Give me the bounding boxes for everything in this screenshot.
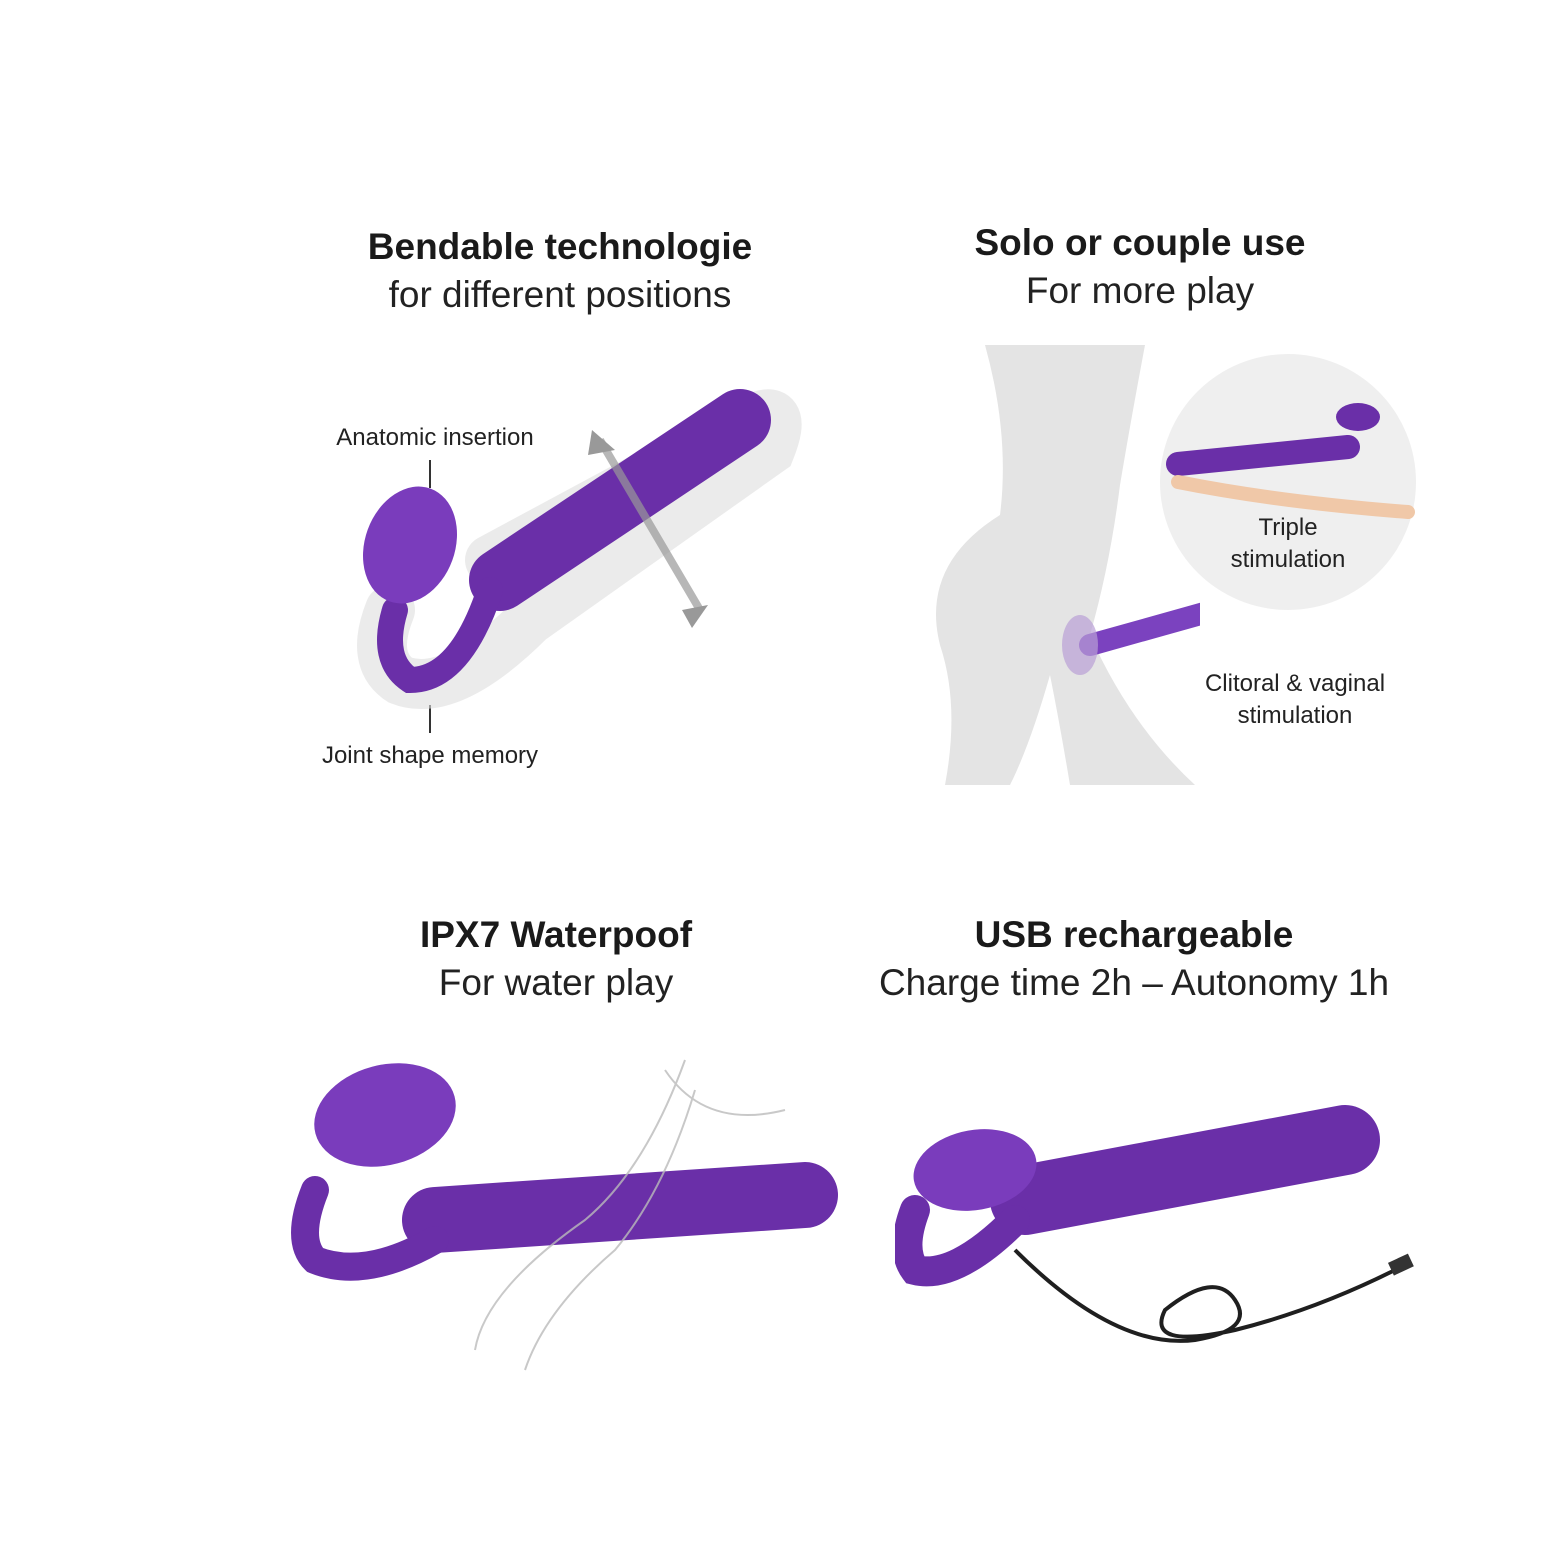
panel-title: Bendable technologie: [367, 226, 753, 267]
waterproof-product-illustration: [291, 1059, 838, 1371]
usb-plug-icon: [1387, 1253, 1414, 1276]
callout-joint-shape-memory: Joint shape memory: [321, 742, 539, 769]
panel-title: USB rechargeable: [974, 914, 1294, 955]
panel-subtitle: For water play: [438, 962, 674, 1003]
callout-anatomic-insertion: Anatomic insertion: [336, 424, 534, 451]
body-silhouette-illustration: [936, 345, 1200, 785]
panel-title: Solo or couple use: [974, 222, 1306, 263]
callout-clitoral-vaginal: Clitoral & vaginal stimulation: [1204, 670, 1386, 729]
usb-product-illustration: [895, 1105, 1414, 1343]
callout-line: [429, 460, 431, 488]
panel-subtitle: Charge time 2h – Autonomy 1h: [878, 962, 1390, 1003]
triple-stimulation-inset: [1160, 354, 1416, 610]
panel-subtitle: for different positions: [388, 274, 732, 315]
panel-subtitle: For more play: [1025, 270, 1255, 311]
bendable-product-illustration: [357, 389, 802, 709]
callout-line: [429, 705, 431, 733]
panel-title: IPX7 Waterpoof: [419, 914, 693, 955]
callout-triple-stimulation: Triple stimulation: [1230, 514, 1346, 573]
